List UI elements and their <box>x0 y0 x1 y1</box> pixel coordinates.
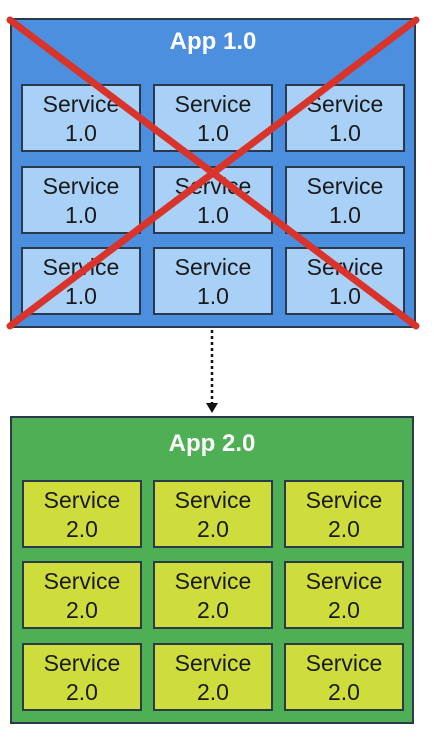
service-version: 1.0 <box>197 283 229 309</box>
app-1-0-title: App 1.0 <box>169 28 257 55</box>
service-label: Service <box>43 650 121 676</box>
service-version: 1.0 <box>197 120 229 146</box>
service-2-0-box: Service 2.0 <box>153 561 273 629</box>
service-version: 1.0 <box>329 202 361 228</box>
service-version: 1.0 <box>329 120 361 146</box>
service-label: Service <box>174 650 252 676</box>
service-label: Service <box>174 568 252 594</box>
service-1-0-box: Service 1.0 <box>21 166 141 234</box>
service-version: 2.0 <box>66 597 98 623</box>
service-2-0-box: Service 2.0 <box>284 643 404 711</box>
service-2-0-box: Service 2.0 <box>153 480 273 548</box>
service-2-0-box: Service 2.0 <box>284 480 404 548</box>
service-label: Service <box>305 650 383 676</box>
service-2-0-box: Service 2.0 <box>22 561 142 629</box>
service-2-0-box: Service 2.0 <box>284 561 404 629</box>
app-2-0-title: App 2.0 <box>168 430 256 457</box>
cross-out-line <box>6 16 420 330</box>
service-1-0-box: Service 1.0 <box>285 84 405 152</box>
service-label: Service <box>174 487 252 513</box>
service-version: 2.0 <box>197 516 229 542</box>
service-version: 1.0 <box>65 283 97 309</box>
service-2-0-box: Service 2.0 <box>22 480 142 548</box>
service-version: 2.0 <box>328 597 360 623</box>
service-label: Service <box>305 568 383 594</box>
service-label: Service <box>43 568 121 594</box>
service-version: 2.0 <box>328 679 360 705</box>
service-label: Service <box>42 173 120 199</box>
service-version: 1.0 <box>65 120 97 146</box>
service-1-0-box: Service 1.0 <box>285 166 405 234</box>
service-2-0-box: Service 2.0 <box>153 643 273 711</box>
service-version: 2.0 <box>66 516 98 542</box>
service-version: 1.0 <box>329 283 361 309</box>
service-label: Service <box>174 254 252 280</box>
service-label: Service <box>174 91 252 117</box>
service-version: 2.0 <box>328 516 360 542</box>
service-version: 2.0 <box>197 597 229 623</box>
service-version: 2.0 <box>197 679 229 705</box>
service-label: Service <box>306 173 384 199</box>
service-version: 1.0 <box>197 202 229 228</box>
service-label: Service <box>305 487 383 513</box>
arrowhead-down-icon <box>206 403 218 413</box>
service-label: Service <box>43 487 121 513</box>
service-version: 1.0 <box>65 202 97 228</box>
service-1-0-box: Service 1.0 <box>153 247 273 315</box>
service-version: 2.0 <box>66 679 98 705</box>
app-2-0-container: App 2.0 Service 2.0 Service 2.0 Service … <box>10 416 414 724</box>
service-2-0-box: Service 2.0 <box>22 643 142 711</box>
